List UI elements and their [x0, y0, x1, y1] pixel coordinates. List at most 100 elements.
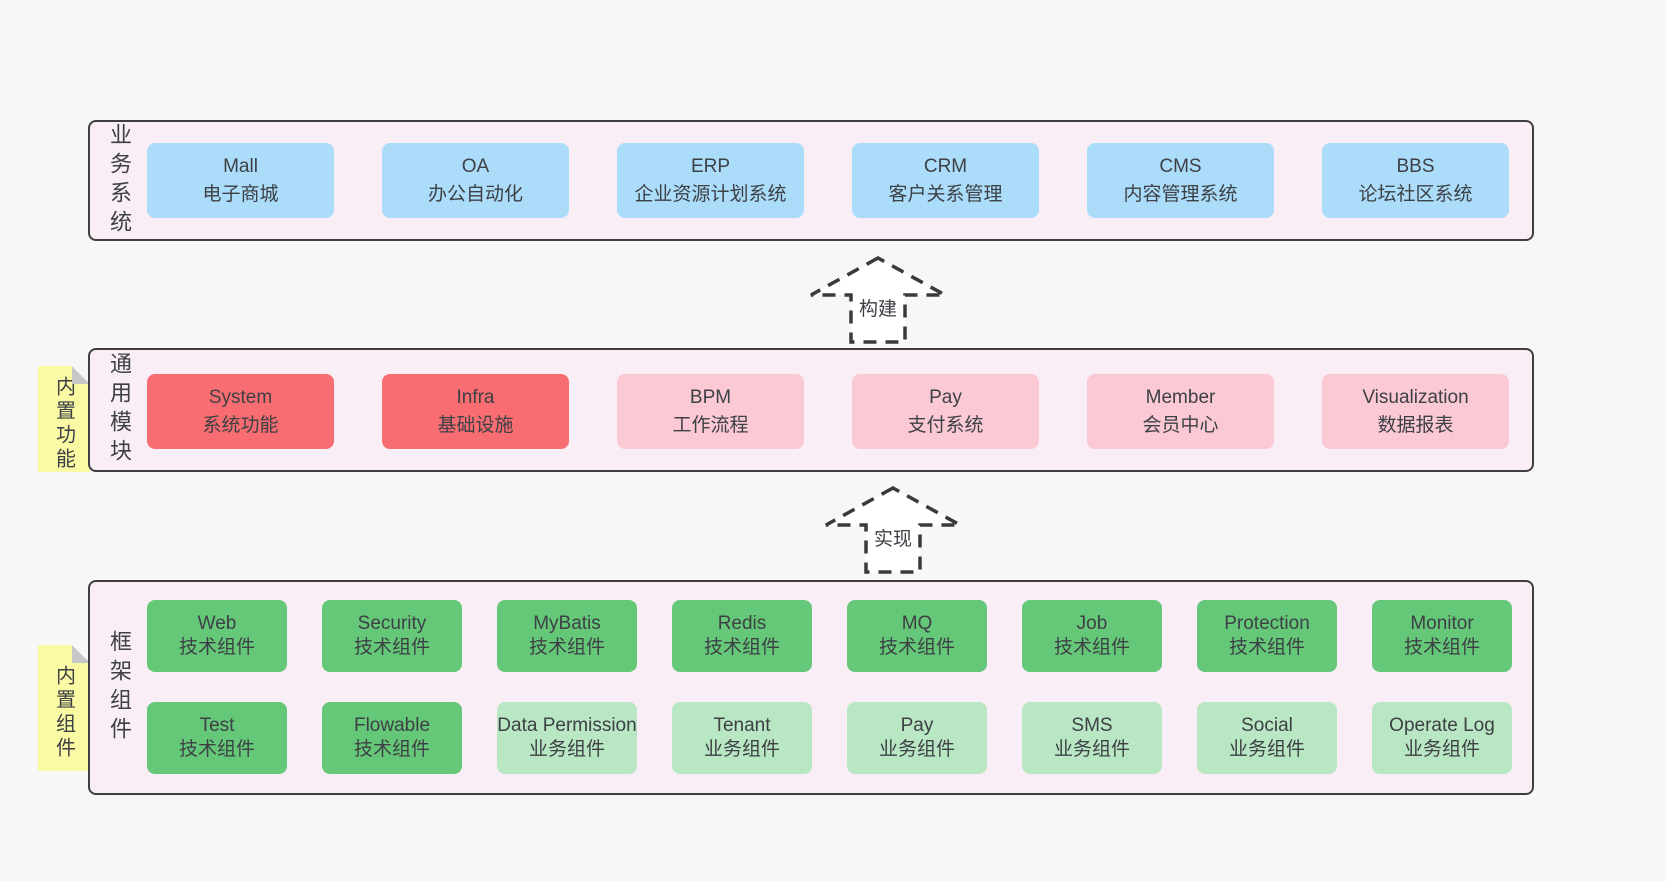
diagram-box-cms: CMS 内容管理系统	[1087, 143, 1274, 218]
box-title: System	[208, 386, 273, 408]
box-subtitle: 业务组件	[528, 739, 605, 760]
box-subtitle: 论坛社区系统	[1358, 183, 1473, 205]
box-title: Web	[197, 613, 237, 635]
box-subtitle: 业务组件	[1228, 739, 1305, 760]
diagram-box-infra: Infra 基础设施	[382, 374, 569, 449]
box-title: Tenant	[713, 715, 771, 737]
box-subtitle: 技术组件	[1228, 637, 1305, 658]
sticky-built-in-features-label: 内置功能	[52, 376, 75, 472]
box-title: Member	[1145, 386, 1216, 408]
diagram-box-pay: Pay 支付系统	[852, 374, 1039, 449]
box-title: Mall	[223, 155, 258, 177]
box-subtitle: 技术组件	[1053, 637, 1130, 658]
box-subtitle: 支付系统	[907, 414, 984, 436]
box-subtitle: 业务组件	[1403, 739, 1480, 760]
sticky-built-in-components-label: 内置组件	[52, 665, 75, 761]
box-title: Pay	[900, 715, 934, 737]
box-subtitle: 技术组件	[178, 739, 255, 760]
box-title: Monitor	[1410, 613, 1474, 635]
box-title: MyBatis	[533, 613, 601, 635]
box-subtitle: 技术组件	[178, 637, 255, 658]
box-subtitle: 客户关系管理	[888, 183, 1003, 205]
box-title: MQ	[901, 613, 933, 635]
diagram-box-erp: ERP 企业资源计划系统	[617, 143, 804, 218]
box-title: Job	[1076, 613, 1108, 635]
box-subtitle: 业务组件	[878, 739, 955, 760]
diagram-box-member: Member 会员中心	[1087, 374, 1274, 449]
box-title: Redis	[717, 613, 767, 635]
box-title: BPM	[689, 386, 732, 408]
box-title: Protection	[1224, 613, 1310, 635]
box-title: ERP	[690, 155, 731, 177]
sticky-built-in-components: 内置组件	[38, 645, 90, 771]
box-title: Infra	[456, 386, 495, 408]
sticky-built-in-features: 内置功能	[38, 366, 90, 472]
arrow-build: 构建	[803, 254, 953, 346]
box-subtitle: 业务组件	[1053, 739, 1130, 760]
box-title: Visualization	[1362, 386, 1469, 408]
box-subtitle: 技术组件	[353, 739, 430, 760]
box-subtitle: 技术组件	[528, 637, 605, 658]
box-subtitle: 会员中心	[1142, 414, 1219, 436]
box-title: CMS	[1159, 155, 1202, 177]
box-title: Operate Log	[1389, 715, 1495, 737]
section-common-modules-label: 通用模块	[107, 352, 132, 468]
sticky-fold-icon	[72, 645, 90, 663]
diagram-box-bpm: BPM 工作流程	[617, 374, 804, 449]
box-subtitle: 技术组件	[703, 637, 780, 658]
box-title: SMS	[1071, 715, 1113, 737]
box-title: CRM	[923, 155, 968, 177]
sticky-fold-icon	[72, 366, 90, 384]
box-title: OA	[461, 155, 490, 177]
arrow-implement-label: 实现	[870, 524, 916, 551]
box-title: Data Permission	[497, 715, 637, 737]
diagram-box-bbs: BBS 论坛社区系统	[1322, 143, 1509, 218]
box-subtitle: 技术组件	[1403, 637, 1480, 658]
box-title: Pay	[929, 386, 962, 408]
diagram-box-crm: CRM 客户关系管理	[852, 143, 1039, 218]
section-framework-components-label: 框架组件	[107, 629, 132, 746]
box-title: Social	[1241, 715, 1293, 737]
box-title: Test	[199, 715, 235, 737]
arrow-implement: 实现	[818, 484, 968, 576]
box-subtitle: 企业资源计划系统	[634, 183, 787, 205]
box-title: Flowable	[353, 715, 431, 737]
box-subtitle: 基础设施	[437, 414, 514, 436]
box-subtitle: 电子商城	[202, 183, 279, 205]
box-subtitle: 技术组件	[878, 637, 955, 658]
box-subtitle: 技术组件	[353, 637, 430, 658]
box-subtitle: 内容管理系统	[1123, 183, 1238, 205]
box-subtitle: 工作流程	[672, 414, 749, 436]
arrow-build-label: 构建	[855, 294, 901, 321]
box-subtitle: 业务组件	[703, 739, 780, 760]
box-title: BBS	[1396, 155, 1435, 177]
